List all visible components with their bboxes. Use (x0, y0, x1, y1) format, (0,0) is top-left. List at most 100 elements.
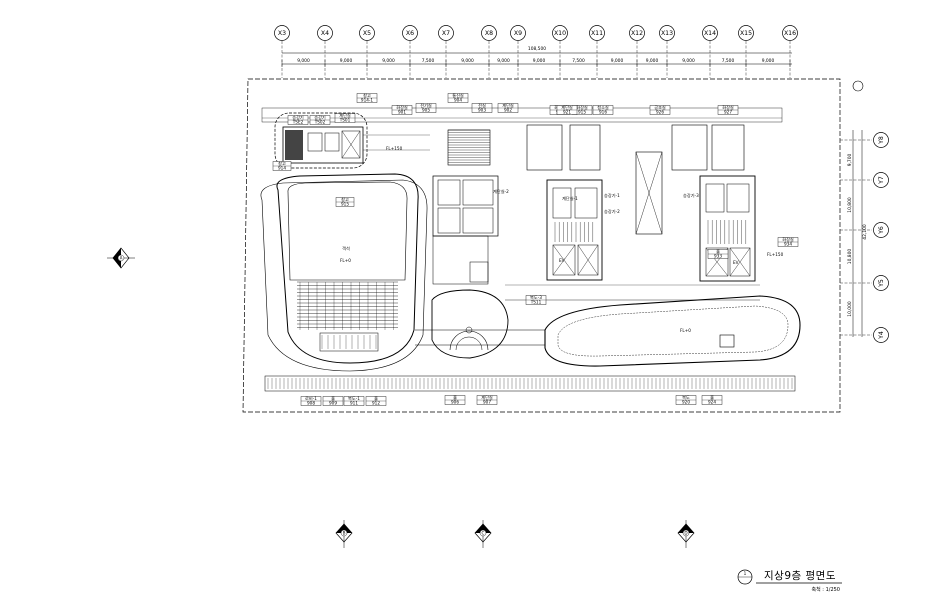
column-spacing-dim: 9,000 (340, 58, 353, 64)
grid-column-label: X10 (554, 30, 566, 37)
room-name: 홀 (716, 248, 720, 255)
core-label: 승강기-3 (683, 192, 699, 199)
title-marker-number: 1 (744, 571, 747, 576)
room-code: 912 (372, 401, 380, 406)
grid-row-bubble (873, 172, 889, 188)
room-name: 승강기 (292, 114, 304, 121)
grid-column-bubble (782, 25, 798, 41)
grid-column-label: X5 (363, 30, 371, 37)
column-spacing-dim: 7,500 (422, 58, 435, 64)
room-name: 통신실 (452, 92, 464, 98)
grid-column-bubble (402, 25, 418, 41)
oval-lounge (544, 295, 801, 367)
grid-column-label: X4 (321, 30, 329, 37)
room-name: 화장실 (576, 104, 588, 111)
room-code: TS02 (314, 120, 326, 125)
room-name: 홀 (453, 394, 457, 401)
column-spacing-dim: 7,500 (722, 58, 735, 64)
total-width-dim: 108,500 (528, 46, 546, 52)
auditorium: 객석 (260, 173, 428, 372)
grid-column-label: X12 (631, 30, 643, 37)
level-mark: FL+150 (767, 252, 784, 257)
svg-text:D: D (684, 531, 687, 536)
room-code: 927 (724, 110, 732, 115)
room-name: 전실 (478, 102, 486, 108)
room-name: 화장실 (782, 236, 794, 243)
grid-column-bubble (659, 25, 675, 41)
grid-column-label: X15 (740, 30, 752, 37)
grid-row-label: Y8 (878, 136, 885, 145)
room-code: 915 (341, 202, 349, 207)
column-spacing-dim: 9,000 (682, 58, 695, 64)
grid-column-label: X11 (591, 30, 603, 37)
grid-column-bubble (274, 25, 290, 41)
column-spacing-dim: 9,000 (382, 58, 395, 64)
grid-row-label: Y5 (878, 279, 885, 288)
room-name: 홀 (331, 395, 335, 402)
bridge-corridor (415, 284, 760, 346)
grid-column-bubble (481, 25, 497, 41)
room-code: 906 (451, 400, 459, 405)
room-code: 901 (398, 110, 406, 115)
room-code: 909 (329, 401, 337, 406)
room-name: 전기실 (420, 102, 432, 109)
room-name: 계단실 (561, 104, 573, 111)
grid-row-bubble (873, 222, 889, 238)
grid-row-bubble (873, 275, 889, 291)
room-code: 934 (784, 242, 792, 247)
room-code: TS11 (530, 300, 542, 305)
column-spacing-dim: 9,000 (611, 58, 624, 64)
row-spacing-dim: 10,000 (847, 301, 853, 317)
room-name: 로비-1 (305, 395, 317, 402)
auditorium-label: 객석 (342, 245, 350, 252)
column-spacing-dim: 9,000 (497, 58, 510, 64)
grid-column-bubble (438, 25, 454, 41)
core-label: 승강기-2 (604, 208, 620, 215)
grid-column-bubble (510, 25, 526, 41)
room-code: 921 (563, 110, 571, 115)
grid-column-bubble (589, 25, 605, 41)
core-label: 승강기-1 (604, 192, 620, 199)
section-marker-left: A (107, 247, 135, 269)
row-spacing-dim: 10,800 (847, 249, 853, 265)
room-name: 화장실 (396, 104, 408, 111)
svg-text:B: B (343, 531, 346, 536)
core-label: 계단실-1 (562, 195, 578, 202)
level-mark: FL+0 (680, 328, 691, 333)
room-name: 청소실 (597, 104, 609, 110)
room-name: 계단실 (481, 394, 493, 401)
central-core (432, 129, 499, 285)
section-marker-bottom-2: C (474, 520, 492, 548)
svg-text:A: A (120, 256, 123, 261)
drawing-title: 지상9층 평면도 (764, 570, 836, 582)
room-name: 복도-3 (530, 295, 542, 301)
grid-column-label: X9 (514, 30, 522, 37)
section-markers: A B C D (107, 247, 695, 548)
grid-row-label: Y4 (878, 331, 885, 340)
grid-column-label: X8 (485, 30, 493, 37)
level-mark: FL+150 (386, 146, 403, 151)
room-code: 908 (307, 401, 315, 406)
grid-row-bubble (873, 132, 889, 148)
grid-column-label: X7 (442, 30, 450, 37)
